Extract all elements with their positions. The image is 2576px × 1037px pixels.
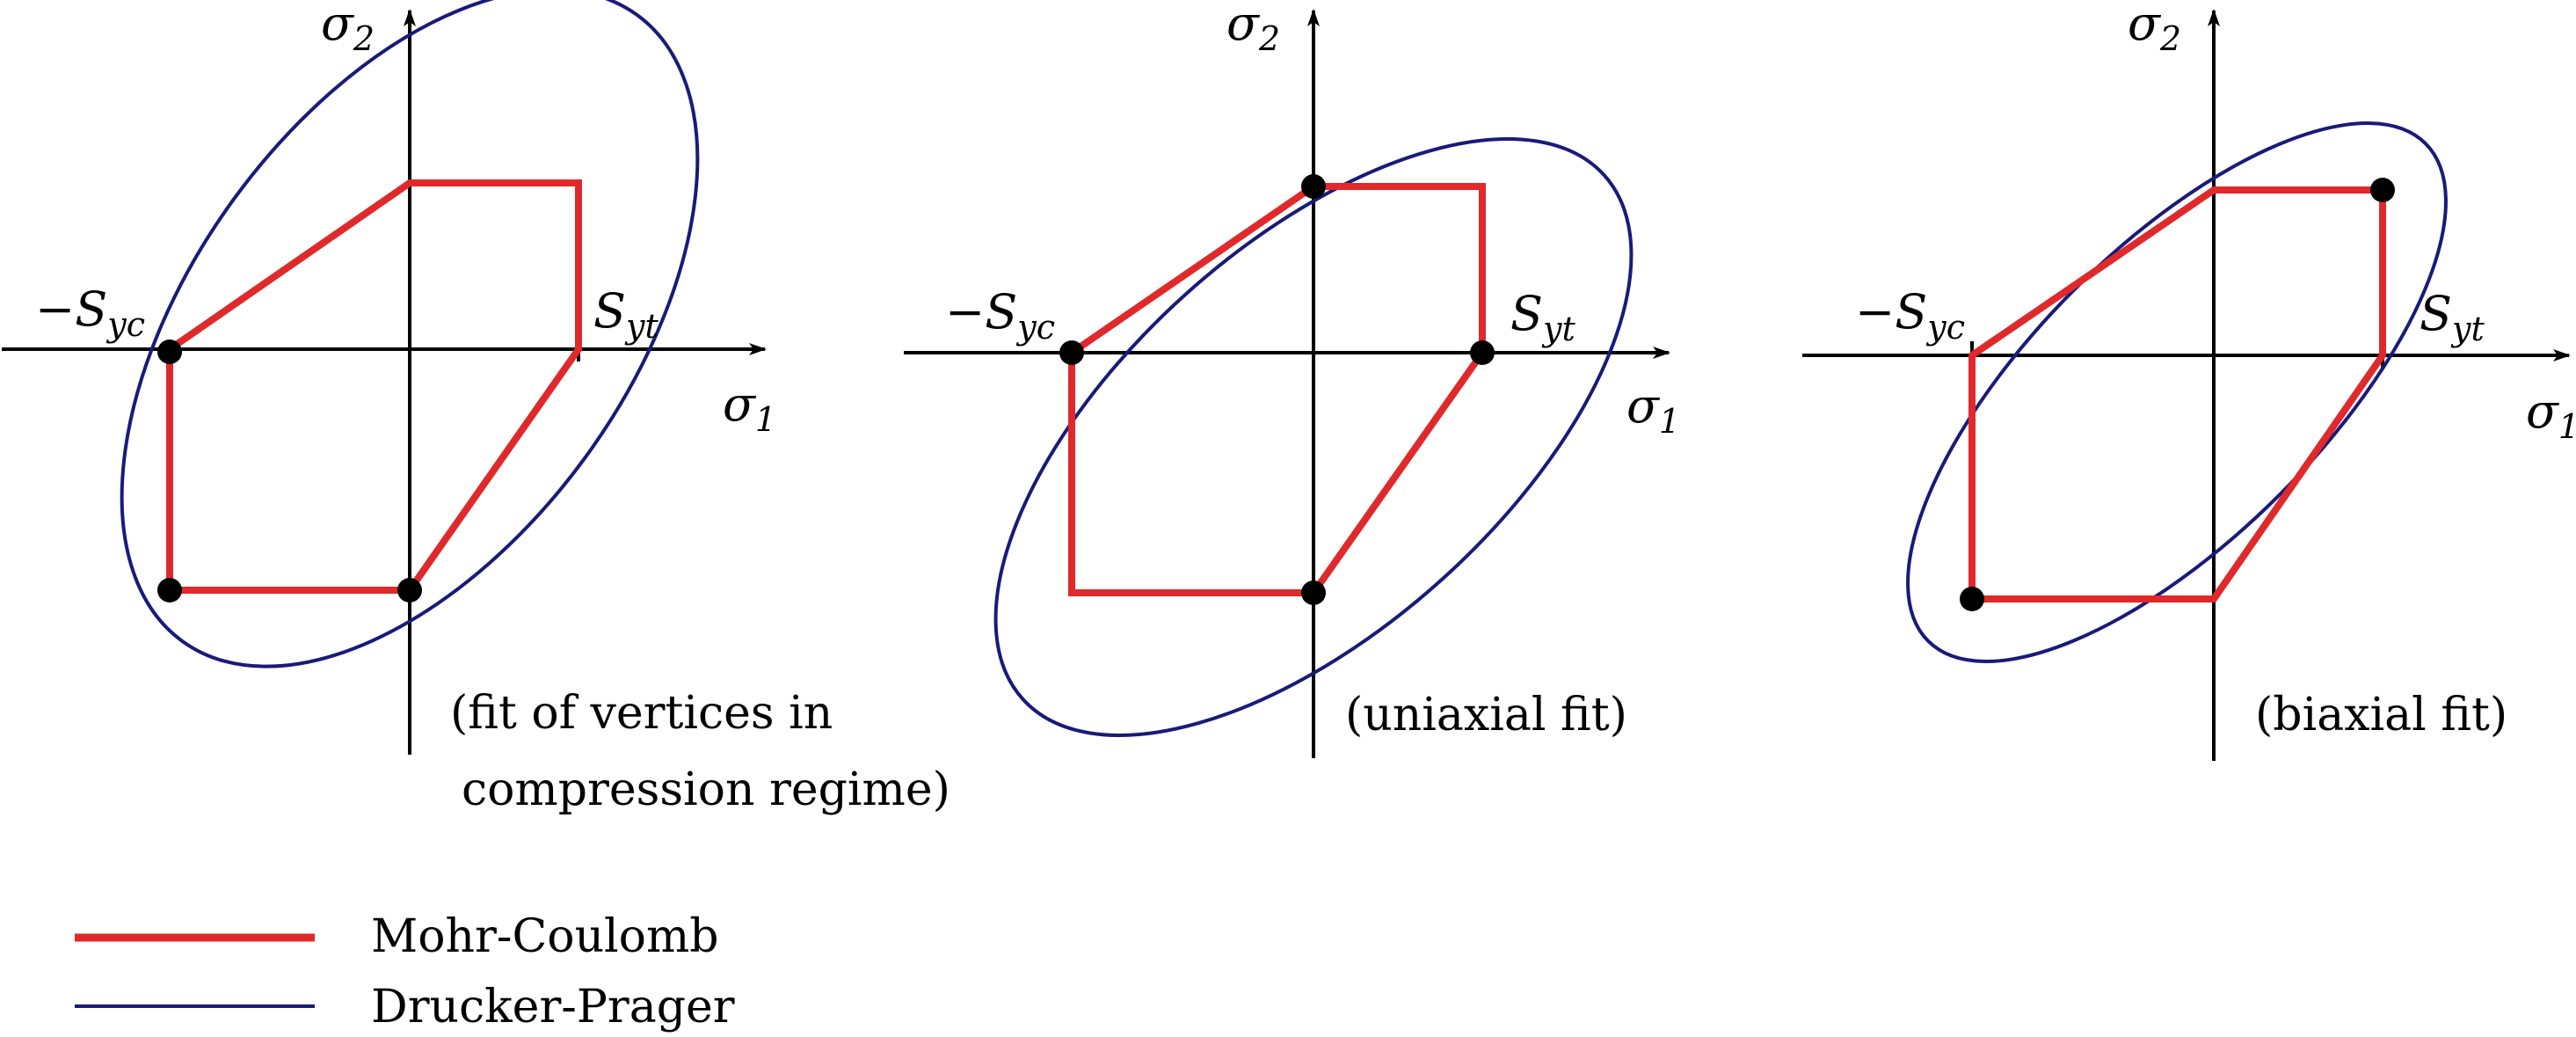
vertex-syt [1470, 340, 1495, 365]
vertex-neg-syc-sigma2 [397, 578, 422, 602]
vertex-biaxial-compression [1960, 587, 1984, 611]
caption-line-1: (uniaxial fit) [1345, 689, 1627, 741]
mohr-coulomb-hexagon [1068, 183, 1486, 596]
caption-line-1: (fit of vertices in [450, 687, 833, 740]
vertex-syt-sigma2 [1301, 174, 1326, 199]
syt-label: Syt [1510, 286, 1575, 348]
legend-label-drucker-prager: Drucker-Prager [371, 981, 735, 1033]
sigma1-label: σ1 [2526, 383, 2576, 446]
vertex-biaxial-compression [157, 578, 182, 602]
vertex-neg-syc-sigma2 [1301, 581, 1326, 605]
drucker-prager-ellipse [120, 0, 700, 668]
panel-compression-fit: σ2 σ1 −Syc Syt (fit of vertices in compr… [2, 0, 950, 816]
legend-label-mohr-coulomb: Mohr-Coulomb [371, 910, 719, 963]
legend: Mohr-Coulomb Drucker-Prager [75, 910, 735, 1033]
mohr-coulomb-hexagon [166, 179, 582, 594]
drucker-prager-ellipse [993, 137, 1634, 737]
neg-syc-label: −Syc [1855, 284, 1965, 347]
caption-line-2: compression regime) [462, 763, 950, 816]
sigma1-label: σ1 [1626, 378, 1680, 441]
panel-uniaxial-fit: σ2 σ1 −Syc Syt (uniaxial fit) [904, 0, 1680, 758]
neg-syc-label: −Syc [945, 284, 1055, 347]
syt-label: Syt [2420, 286, 2485, 348]
panel-biaxial-fit: σ2 σ1 −Syc Syt (biaxial fit) [1802, 0, 2576, 761]
sigma2-label: σ2 [321, 0, 375, 58]
drucker-prager-ellipse [1906, 121, 2448, 663]
sigma2-label: σ2 [1226, 0, 1280, 58]
vertex-neg-syc [1059, 340, 1084, 365]
sigma2-label: σ2 [2128, 0, 2181, 58]
vertex-biaxial-tension [2370, 178, 2395, 202]
vertex-neg-syc [157, 340, 182, 364]
syt-label: Syt [593, 283, 659, 346]
caption-line-1: (biaxial fit) [2255, 689, 2507, 741]
sigma1-label: σ1 [723, 376, 776, 439]
mohr-coulomb-hexagon [1968, 186, 2386, 602]
neg-syc-label: −Syc [35, 281, 145, 344]
